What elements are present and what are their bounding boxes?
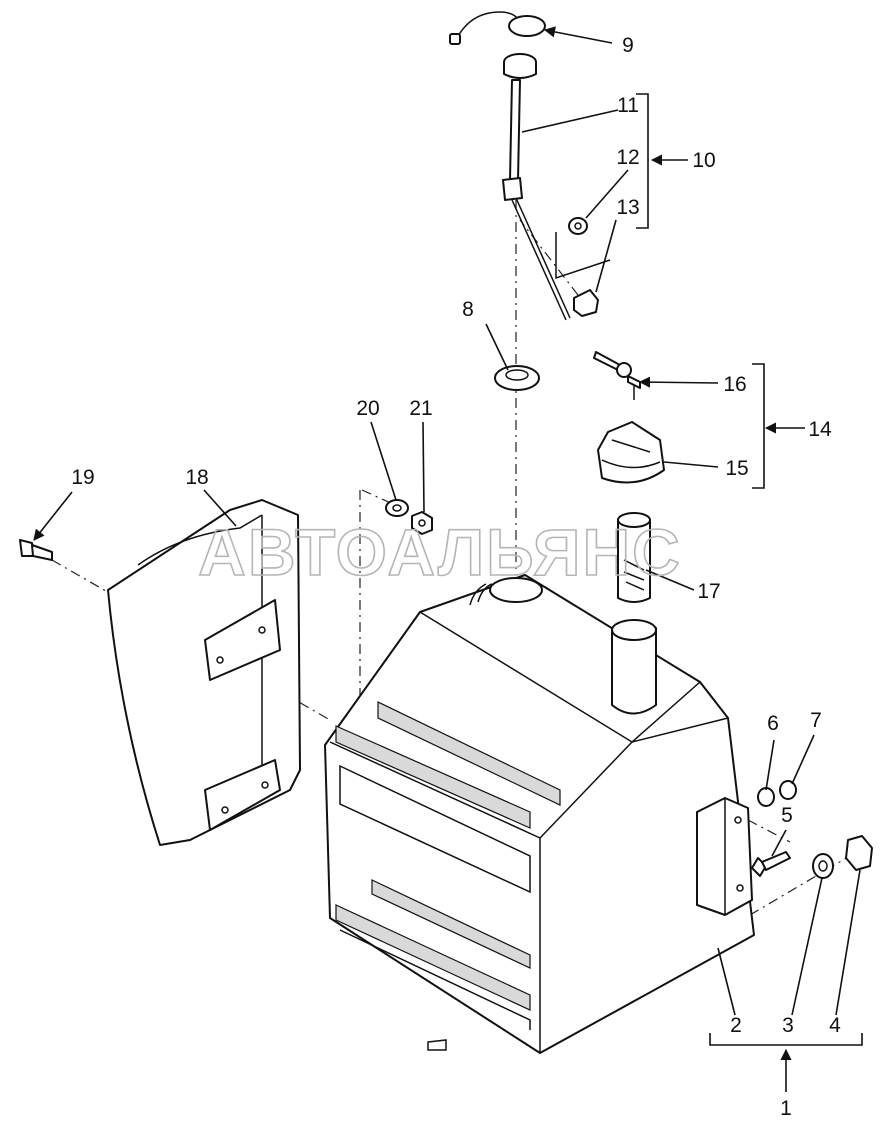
callout-2: 2 — [730, 1014, 742, 1037]
callout-8: 8 — [462, 298, 474, 321]
bolt-5-washer-6-nut-7 — [751, 780, 797, 877]
callout-18: 18 — [185, 466, 208, 489]
callout-6: 6 — [767, 712, 779, 735]
fuel-level-sender — [449, 11, 611, 321]
callout-15: 15 — [725, 457, 748, 480]
callout-5: 5 — [781, 804, 793, 827]
washer-20-nut-21 — [385, 499, 433, 535]
callout-10: 10 — [692, 149, 715, 172]
watermark-text: АВТОАЛЬЯНС — [198, 515, 682, 589]
callout-16: 16 — [723, 373, 746, 396]
group-brackets — [636, 93, 863, 1046]
key-16 — [593, 351, 641, 400]
callout-3: 3 — [782, 1014, 794, 1037]
callout-4: 4 — [829, 1014, 841, 1037]
fuel-tank-body — [324, 574, 755, 1054]
callout-11: 11 — [617, 94, 639, 117]
callout-7: 7 — [810, 709, 822, 732]
callout-14: 14 — [808, 418, 832, 441]
callout-9: 9 — [622, 34, 634, 57]
callout-12: 12 — [616, 146, 639, 169]
callout-19: 19 — [71, 466, 94, 489]
callout-20: 20 — [356, 397, 379, 420]
callout-17: 17 — [697, 580, 720, 603]
leader-lines — [33, 26, 861, 1092]
callout-21: 21 — [409, 397, 432, 420]
bolt-19 — [19, 539, 53, 561]
filler-strainer-17 — [617, 512, 651, 603]
callout-numbers: 1 2 3 4 5 6 7 8 9 10 11 12 13 14 15 16 1… — [71, 34, 841, 1120]
filler-cap-15 — [597, 421, 665, 484]
side-shield — [107, 499, 301, 846]
seal-ring-8 — [494, 365, 540, 391]
washer-3-bolt-4 — [812, 835, 873, 879]
callout-1: 1 — [780, 1097, 792, 1120]
callout-13: 13 — [616, 196, 639, 219]
